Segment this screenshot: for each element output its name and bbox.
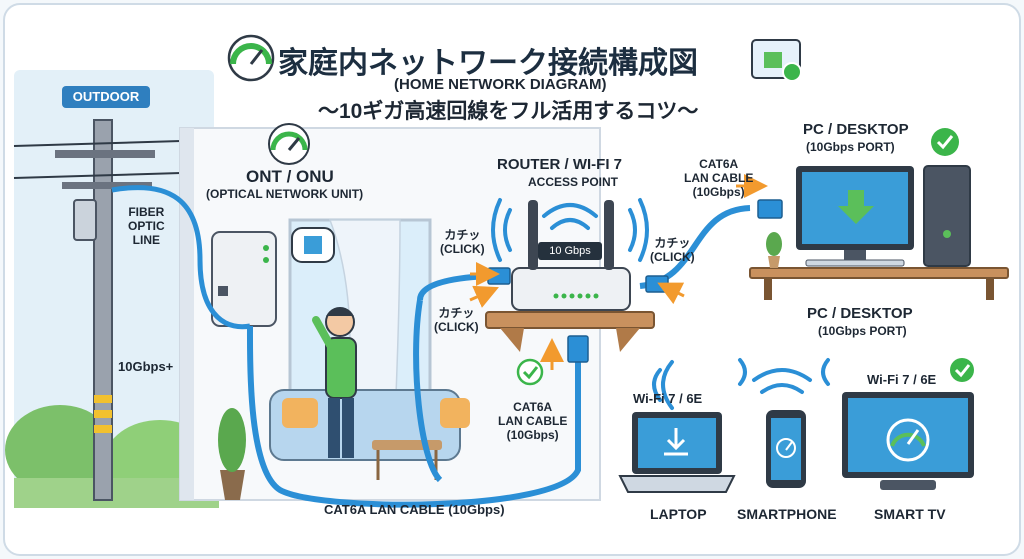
wifi-label-right: Wi-Fi 7 / 6E [867, 372, 937, 387]
person [312, 307, 357, 458]
ont-title: ONT / ONU [246, 167, 334, 186]
wifi-waves [652, 358, 830, 410]
pc-top-port: (10Gbps PORT) [806, 140, 895, 154]
cushion [282, 398, 318, 428]
check-icon [516, 358, 544, 386]
subtitle-en: (HOME NETWORK DIAGRAM) [394, 76, 607, 93]
click-label-right: カチッ(CLICK) [650, 236, 695, 264]
outdoor-badge: OUTDOOR [62, 86, 150, 108]
lan-plug [567, 335, 589, 363]
check-icon [931, 128, 959, 156]
lan-plug [645, 275, 669, 293]
pc-top-title: PC / DESKTOP [803, 121, 909, 138]
gauge-icon [268, 123, 310, 165]
click-label-left-bottom: カチッ(CLICK) [434, 306, 479, 334]
lan-cable-bottom [246, 325, 581, 508]
wifi-signal-icon [491, 198, 649, 262]
utility-pole [93, 119, 113, 501]
pole-stripe [94, 410, 112, 418]
pole-crossarm [55, 150, 155, 158]
pc-tower [923, 165, 971, 267]
outdoor-sky [14, 70, 214, 490]
plant-pot [220, 470, 245, 500]
wall-shelf [485, 311, 655, 329]
router-device [511, 267, 631, 311]
device-label-smart-tv: SMART TV [874, 506, 946, 522]
page-title: 家庭内ネットワーク接続構成図 [278, 47, 698, 80]
desk [749, 267, 1009, 279]
pole-transformer [73, 199, 97, 241]
cable-label-bottom: CAT6A LAN CABLE (10Gbps) [324, 502, 505, 517]
pole-stripe [94, 395, 112, 403]
device-label-laptop: LAPTOP [650, 506, 707, 522]
plant-leaves [218, 408, 246, 472]
router-antenna [604, 200, 614, 270]
router-title: ROUTER / WI-FI 7 [497, 156, 622, 173]
cushion [440, 398, 470, 428]
pole-stripe [94, 425, 112, 433]
pc-mid-title: PC / DESKTOP [807, 305, 913, 322]
wifi-label-left: Wi-Fi 7 / 6E [633, 391, 703, 406]
ont-subtitle: (OPTICAL NETWORK UNIT) [206, 187, 364, 201]
coffee-table [372, 440, 442, 450]
router-antenna [528, 200, 538, 270]
check-icon [782, 62, 802, 82]
pole-crossarm [62, 182, 152, 189]
device-label-smartphone: SMARTPHONE [737, 506, 837, 522]
house-edge [180, 128, 194, 500]
lan-plug [757, 199, 783, 219]
click-label-left-top: カチッ(CLICK) [440, 228, 485, 256]
pc-mid-port: (10Gbps PORT) [818, 324, 907, 338]
tree-left [5, 405, 115, 495]
desk-plant [768, 256, 780, 268]
fiber-cable [111, 185, 251, 330]
subtitle-jp: 〜10ギガ高速回線をフル活用するコツ〜 [318, 100, 699, 123]
lan-plug [487, 267, 511, 285]
router-speed-display: 10 Gbps [538, 242, 602, 260]
pole-speed-label: 10Gbps+ [118, 359, 174, 374]
check-icon [950, 358, 974, 382]
router-subtitle: ACCESS POINT [528, 175, 619, 189]
